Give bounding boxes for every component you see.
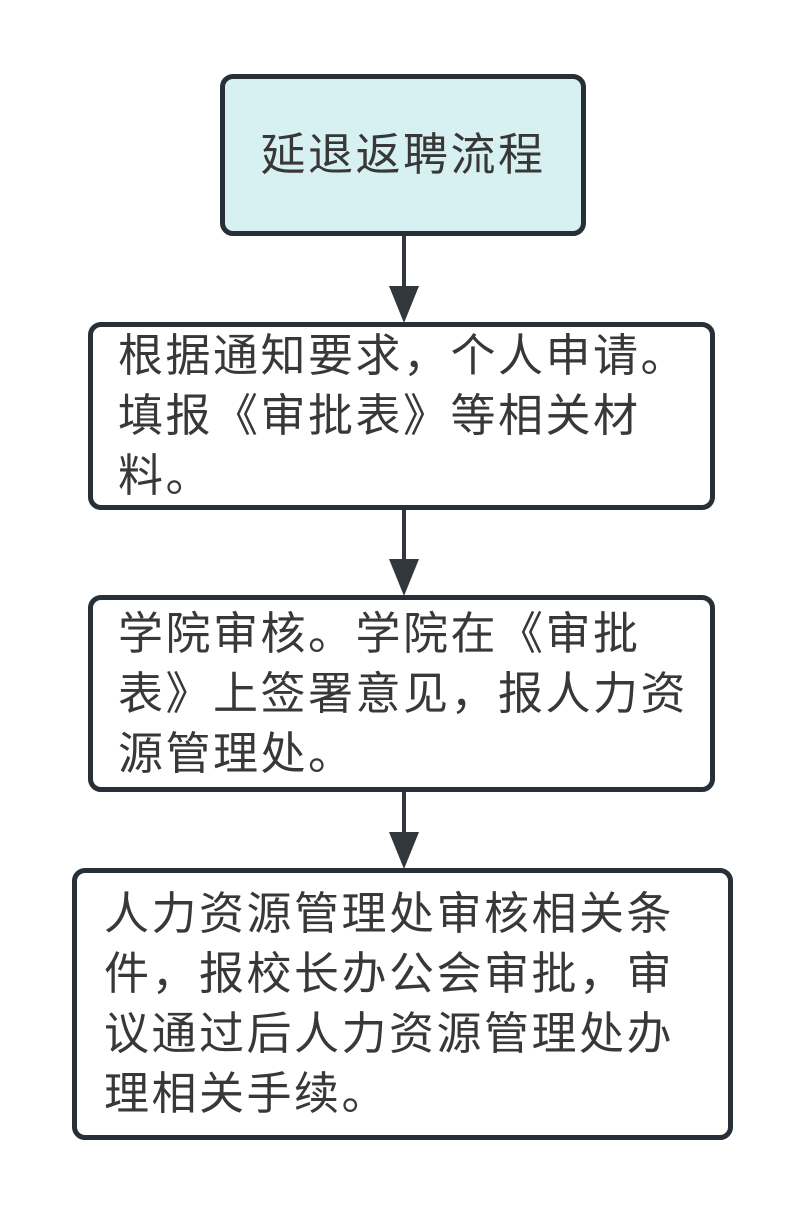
flow-node-step1: 根据通知要求，个人申请。 填报《审批表》等相关材 料。 [88, 322, 715, 510]
arrow-down-icon [389, 832, 419, 869]
arrow-title-to-step1 [387, 236, 421, 323]
node-text-line: 根据通知要求，个人申请。 [118, 330, 689, 381]
flow-node-title-label: 延退返聘流程 [260, 129, 546, 180]
node-text-line: 理相关手续。 [104, 1068, 390, 1119]
arrow-step2-to-step3 [387, 792, 421, 869]
flow-node-title: 延退返聘流程 [220, 74, 586, 236]
arrow-line [401, 792, 407, 833]
arrow-line [401, 236, 407, 287]
arrow-step1-to-step2 [387, 510, 421, 596]
node-text-line: 料。 [118, 450, 214, 501]
node-text-line: 人力资源管理处审核相关条 [104, 888, 675, 939]
node-text-line: 源管理处。 [118, 727, 356, 779]
node-text-line: 表》上签署意见，报人力资 [118, 667, 689, 719]
arrow-down-icon [389, 286, 419, 323]
flow-node-step3: 人力资源管理处审核相关条 件，报校长办公会审批，审 议通过后人力资源管理处办 理… [72, 868, 733, 1140]
node-text-line: 填报《审批表》等相关材 [118, 390, 641, 441]
arrow-down-icon [389, 559, 419, 596]
node-text-line: 议通过后人力资源管理处办 [104, 1008, 675, 1059]
flow-node-step2: 学院审核。学院在《审批 表》上签署意见，报人力资 源管理处。 [88, 595, 715, 792]
node-text-line: 件，报校长办公会审批，审 [104, 948, 675, 999]
arrow-line [401, 510, 407, 560]
node-text-line: 学院审核。学院在《审批 [118, 607, 641, 659]
